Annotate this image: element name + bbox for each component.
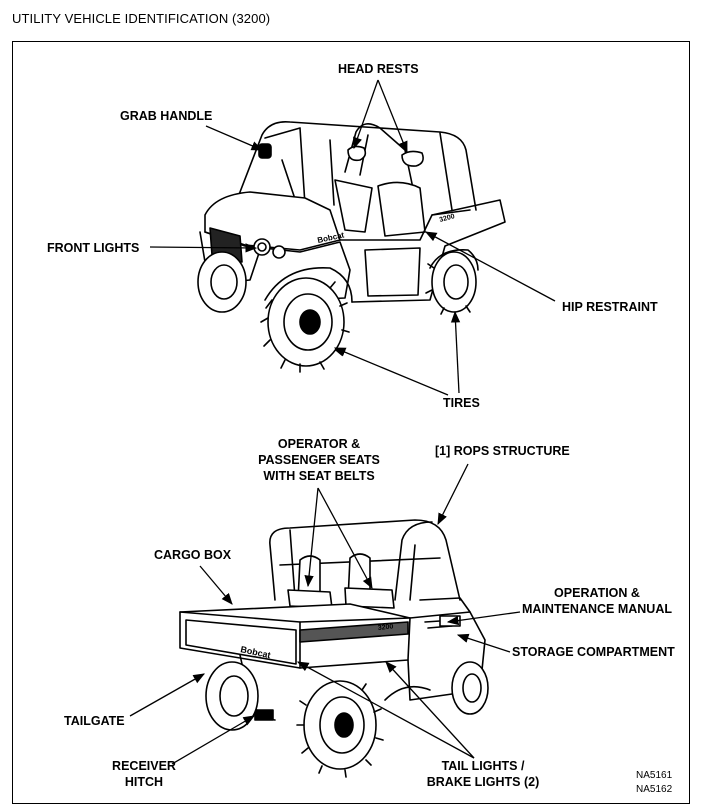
label-tires: TIRES bbox=[443, 396, 480, 410]
utility-vehicle-rear-icon bbox=[179, 519, 489, 778]
leader-front-lights bbox=[149, 243, 258, 253]
leader-tailgate bbox=[129, 673, 206, 717]
page-title: UTILITY VEHICLE IDENTIFICATION (3200) bbox=[12, 11, 271, 26]
label-operator-seats-line1: OPERATOR & bbox=[277, 437, 361, 451]
leader-storage-compartment bbox=[456, 633, 511, 653]
figure-code-2: NA5162 bbox=[636, 784, 673, 795]
leader-grab-handle bbox=[205, 125, 264, 151]
label-operator-seats: OPERATOR & PASSENGER SEATS WITH SEAT BEL… bbox=[254, 436, 384, 484]
rear-model-mark: 3200 bbox=[377, 623, 393, 632]
label-rops-structure: [1] ROPS STRUCTURE bbox=[435, 444, 570, 458]
label-receiver-hitch: RECEIVER HITCH bbox=[106, 758, 182, 790]
label-grab-handle: GRAB HANDLE bbox=[120, 109, 213, 123]
leader-tires-rear bbox=[450, 310, 461, 394]
label-front-lights: FRONT LIGHTS bbox=[47, 241, 140, 255]
label-tail-lights-line2: BRAKE LIGHTS (2) bbox=[426, 775, 540, 789]
leader-passenger-seat bbox=[317, 487, 373, 590]
label-tail-lights: TAIL LIGHTS / BRAKE LIGHTS (2) bbox=[418, 758, 548, 790]
leader-lines bbox=[129, 79, 556, 765]
leader-operation-manual bbox=[446, 611, 521, 626]
label-operator-seats-line2: PASSENGER SEATS bbox=[258, 453, 380, 467]
leader-rops-structure bbox=[437, 463, 469, 526]
leader-tail-lights-1 bbox=[296, 661, 475, 759]
leader-tail-lights-2 bbox=[385, 661, 475, 759]
leader-operator-seat bbox=[304, 487, 319, 588]
label-storage-compartment: STORAGE COMPARTMENT bbox=[512, 645, 675, 659]
label-operation-manual-line1: OPERATION & bbox=[554, 586, 640, 600]
figure-frame bbox=[12, 41, 690, 804]
leader-head-rests-right bbox=[377, 79, 408, 154]
utility-vehicle-front-icon bbox=[197, 120, 506, 373]
leader-head-rests-left bbox=[353, 79, 379, 150]
leader-receiver-hitch bbox=[171, 715, 256, 765]
label-head-rests: HEAD RESTS bbox=[338, 62, 419, 76]
figure-code-1: NA5161 bbox=[636, 770, 673, 781]
leader-tires-front bbox=[333, 347, 449, 396]
label-receiver-hitch-line1: RECEIVER bbox=[112, 759, 176, 773]
front-model-mark: 3200 bbox=[439, 213, 456, 224]
label-receiver-hitch-line2: HITCH bbox=[124, 775, 164, 789]
leader-cargo-box bbox=[199, 565, 233, 605]
label-tailgate: TAILGATE bbox=[64, 714, 125, 728]
label-cargo-box: CARGO BOX bbox=[154, 548, 232, 562]
label-hip-restraint: HIP RESTRAINT bbox=[562, 300, 658, 314]
label-operation-manual: OPERATION & MAINTENANCE MANUAL bbox=[519, 585, 675, 617]
label-tail-lights-line1: TAIL LIGHTS / bbox=[441, 759, 525, 773]
leader-hip-restraint bbox=[424, 231, 556, 302]
label-operator-seats-line3: WITH SEAT BELTS bbox=[263, 469, 375, 483]
label-operation-manual-line2: MAINTENANCE MANUAL bbox=[522, 602, 672, 616]
